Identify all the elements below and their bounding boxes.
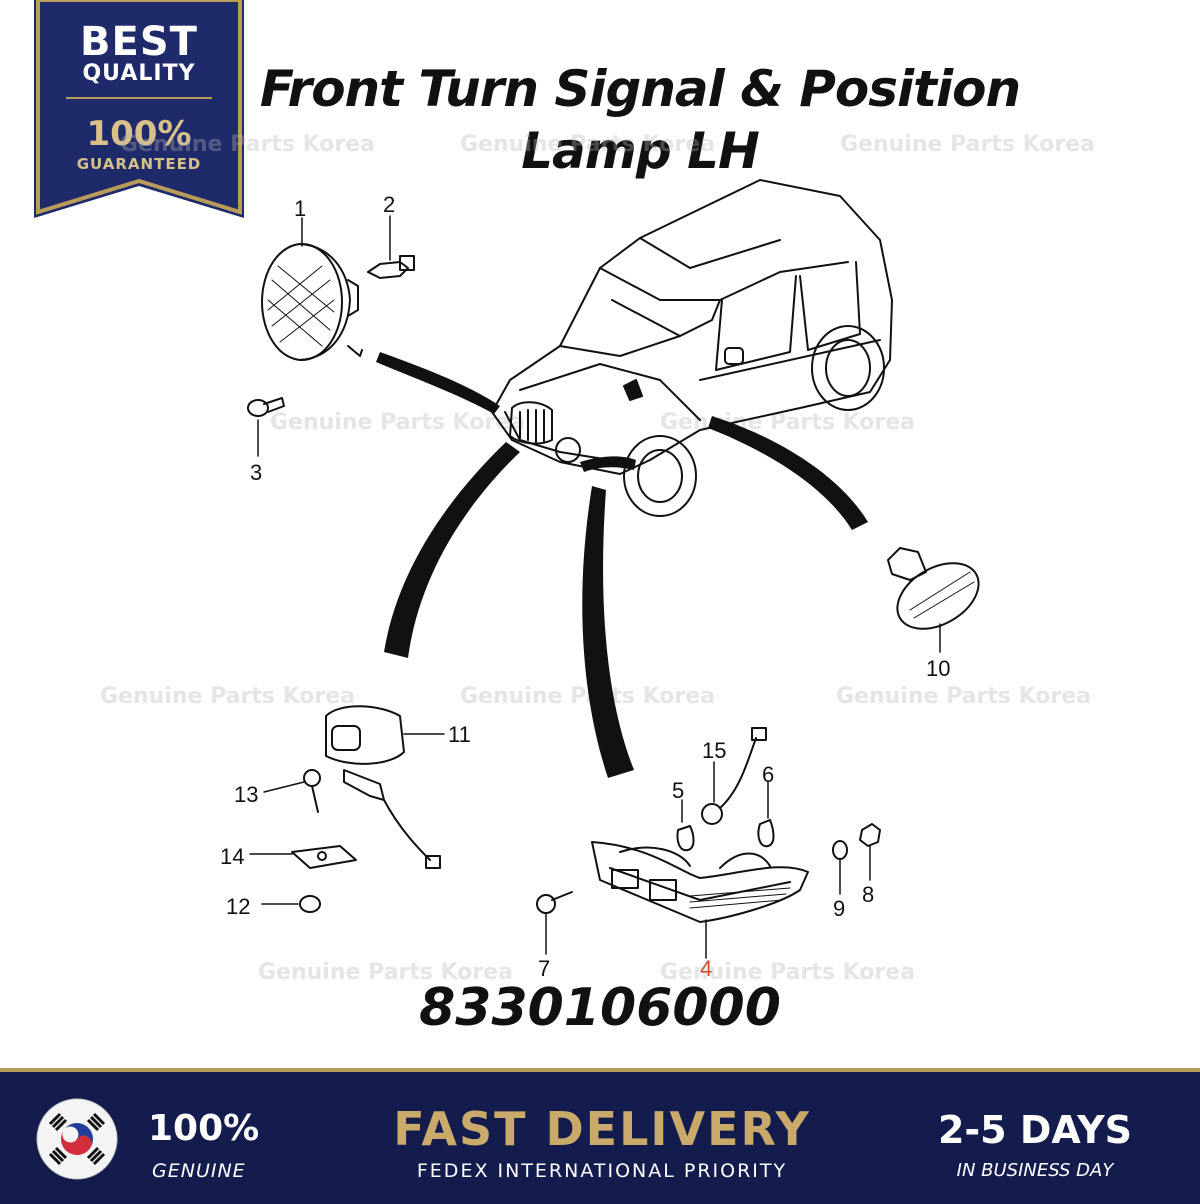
part-2-bulb-socket: [367, 255, 415, 279]
watermark: Genuine Parts Korea: [660, 960, 915, 985]
part-1-headlamp: [261, 243, 363, 361]
best-quality-badge: BEST QUALITY 100% GUARANTEED: [34, 0, 244, 218]
title-line-1: Front Turn Signal & Position: [259, 60, 1021, 118]
callout-8: 8: [862, 882, 875, 907]
callout-5: 5: [672, 778, 685, 803]
genuine-label: GENUINE: [152, 1160, 246, 1182]
callout-12: 12: [226, 894, 251, 919]
callout-15: 15: [702, 738, 727, 763]
watermark: Genuine Parts Korea: [840, 132, 1095, 157]
part-9-washer: [832, 840, 848, 860]
part-15-socket-wire: [701, 727, 767, 825]
exploded-parts-diagram: [247, 179, 980, 959]
genuine-percent: 100%: [148, 1108, 260, 1149]
part-10-side-marker: [887, 547, 980, 630]
callout-13: 13: [234, 782, 259, 807]
title-line-2: Lamp LH: [521, 122, 760, 180]
badge-quality: QUALITY: [82, 61, 196, 86]
part-14-bracket: [291, 845, 357, 869]
callout-6: 6: [762, 762, 775, 787]
footer-banner: 100% GENUINE FAST DELIVERY FEDEX INTERNA…: [0, 1068, 1200, 1204]
leader-lines: [249, 215, 941, 959]
part-8-nut: [859, 823, 881, 847]
badge-best: BEST: [80, 19, 198, 65]
watermark: Genuine Parts Korea: [120, 132, 375, 157]
badge-ribbon-shape: [34, 0, 244, 218]
suv-vehicle-drawing: [491, 179, 893, 517]
assembly-arrows: [376, 352, 868, 778]
callout-11: 11: [448, 722, 471, 747]
watermark: Genuine Parts Korea: [100, 684, 355, 709]
watermark: Genuine Parts Korea: [270, 410, 525, 435]
part-3-bolt: [247, 397, 285, 417]
callout-3: 3: [250, 460, 263, 485]
part-number: 8330106000: [419, 978, 781, 1038]
business-day-label: IN BUSINESS DAY: [956, 1160, 1114, 1181]
part-12-nut: [299, 895, 321, 913]
callout-1: 1: [294, 196, 307, 221]
part-7-screw: [536, 891, 573, 914]
part-6-bulb: [757, 819, 775, 848]
watermark: Genuine Parts Korea: [460, 684, 715, 709]
delivery-days: 2-5 DAYS: [937, 1108, 1133, 1152]
callout-7: 7: [538, 956, 551, 981]
part-13-screw: [303, 769, 321, 813]
callout-9: 9: [833, 896, 846, 921]
callout-14: 14: [220, 844, 245, 869]
badge-guaranteed: GUARANTEED: [76, 155, 202, 173]
watermark: Genuine Parts Korea: [836, 684, 1091, 709]
callout-4: 4: [700, 956, 713, 981]
fast-delivery-heading: FAST DELIVERY: [393, 1102, 811, 1156]
korea-flag-icon: [36, 1098, 118, 1180]
badge-percent: 100%: [86, 114, 192, 154]
watermark: Genuine Parts Korea: [660, 410, 915, 435]
part-5-bulb: [676, 825, 695, 852]
fedex-label: FEDEX INTERNATIONAL PRIORITY: [416, 1160, 788, 1182]
watermark: Genuine Parts Korea: [258, 960, 513, 985]
watermark: Genuine Parts Korea: [460, 132, 715, 157]
part-11-fog-lamp: [325, 705, 441, 869]
callout-2: 2: [383, 192, 396, 217]
part-4-turn-signal-lamp: [591, 841, 809, 923]
callout-10: 10: [926, 656, 951, 681]
page-title: Front Turn Signal & Position Lamp LH: [250, 58, 1030, 182]
